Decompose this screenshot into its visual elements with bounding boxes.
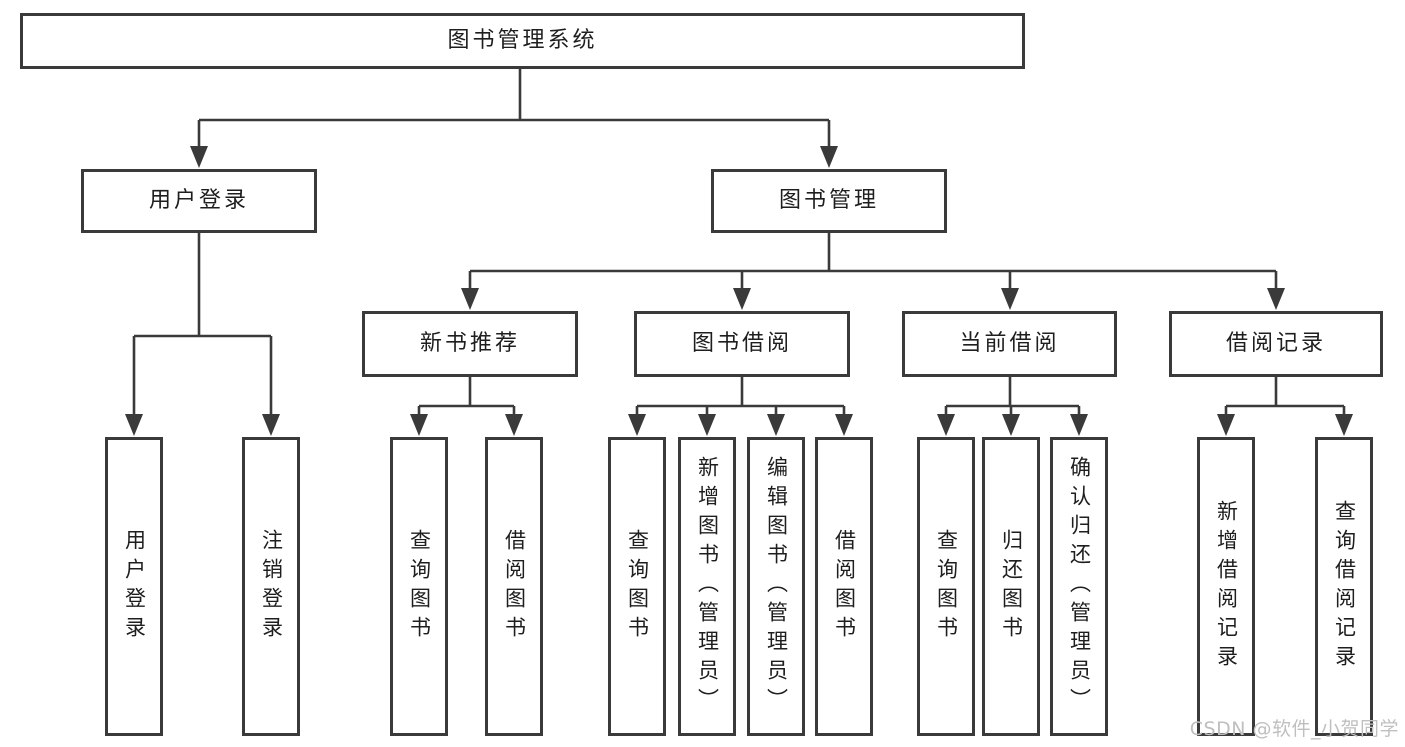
- leaf-return-books: 归还图书: [982, 437, 1040, 736]
- node-user-login: 用户登录: [81, 169, 317, 233]
- leaf-add-books-admin: 新增图书（管理员）: [678, 437, 736, 736]
- node-current-borrowing: 当前借阅: [902, 311, 1117, 377]
- leaf-query-books-current: 查询图书: [917, 437, 975, 736]
- csdn-watermark: CSDN @软件_小贺同学: [1189, 718, 1399, 740]
- leaf-confirm-return-admin: 确认归还（管理员）: [1050, 437, 1108, 736]
- node-borrowing-records: 借阅记录: [1169, 311, 1383, 377]
- node-root: 图书管理系统: [20, 13, 1025, 69]
- leaf-query-books-recommend: 查询图书: [390, 437, 448, 736]
- node-new-book-recommendation: 新书推荐: [362, 311, 578, 377]
- node-book-borrowing: 图书借阅: [634, 311, 850, 377]
- leaf-user-login: 用户登录: [105, 437, 163, 736]
- leaf-borrow-books-borrowing: 借阅图书: [815, 437, 873, 736]
- leaf-edit-books-admin: 编辑图书（管理员）: [747, 437, 805, 736]
- leaf-query-books-borrowing: 查询图书: [608, 437, 666, 736]
- leaf-borrow-books-recommend: 借阅图书: [485, 437, 543, 736]
- leaf-logout: 注销登录: [242, 437, 300, 736]
- leaf-add-borrow-record: 新增借阅记录: [1197, 437, 1255, 736]
- leaf-query-borrow-record: 查询借阅记录: [1315, 437, 1373, 736]
- node-book-management: 图书管理: [711, 169, 947, 233]
